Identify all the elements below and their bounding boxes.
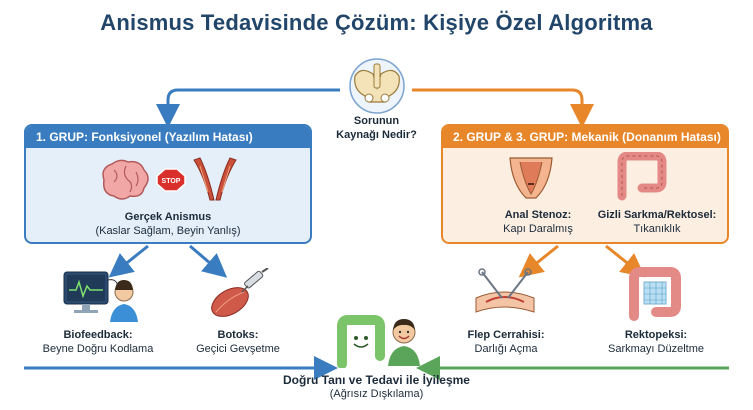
center-question-line2: Kaynağı Nedir? [336, 129, 417, 141]
arrow-to-botox [189, 244, 228, 278]
center-question-line1: Sorunun [353, 115, 400, 127]
flap-surgery-title: Flep Cerrahisi: [467, 329, 545, 341]
pelvis-icon [349, 58, 405, 114]
anal-stenosis-subtitle: Kapı Daralmış [503, 223, 573, 235]
intestine-icon [617, 152, 667, 201]
mechanical-group-header: 2. GRUP & 3. GRUP: Mekanik (Donanım Hata… [443, 126, 727, 148]
arrow-to-left-group [156, 88, 340, 128]
true-anismus-title: Gerçek Anismus [124, 211, 212, 223]
mechanical-group-panel: 2. GRUP & 3. GRUP: Mekanik (Donanım Hata… [441, 124, 729, 244]
anal-canal-icon [509, 157, 553, 199]
arrow-to-biofeedback [108, 244, 149, 278]
rectopexy-label: Rektopeksi: Sarkmayı Düzeltme [592, 328, 720, 356]
outcome-title: Doğru Tanı ve Tedavi ile İyileşme [283, 373, 470, 387]
botox-syringe-icon [211, 268, 269, 317]
botox-label: Botoks: Geçici Gevşetme [178, 328, 298, 356]
hidden-prolapse-subtitle: Tıkanıklık [633, 223, 681, 235]
biofeedback-title: Biofeedback: [63, 329, 133, 341]
outcome-subtitle: (Ağrısız Dışkılama) [329, 388, 424, 400]
functional-group-header: 1. GRUP: Fonksiyonel (Yazılım Hatası) [26, 126, 310, 148]
center-question: Sorunun Kaynağı Nedir? [316, 114, 437, 142]
arrow-to-right-group [412, 88, 594, 128]
biofeedback-subtitle: Beyne Doğru Kodlama [42, 343, 154, 355]
outcome-label: Doğru Tanı ve Tedavi ile İyileşme (Ağrıs… [240, 373, 513, 401]
happy-colon-icon [337, 315, 385, 368]
brain-icon [102, 159, 149, 200]
rectopexy-title: Rektopeksi: [624, 329, 688, 341]
hidden-prolapse-title: Gizli Sarkma/Rektosel: [597, 209, 717, 221]
hidden-prolapse-label: Gizli Sarkma/Rektosel: Tıkanıklık [588, 208, 726, 236]
botox-subtitle: Geçici Gevşetme [196, 343, 280, 355]
flap-surgery-icon [475, 268, 535, 313]
biofeedback-monitor-icon [63, 271, 138, 322]
biofeedback-label: Biofeedback: Beyne Doğru Kodlama [28, 328, 168, 356]
true-anismus-label: Gerçek Anismus (Kaslar Sağlam, Beyin Yan… [60, 210, 276, 238]
flap-surgery-label: Flep Cerrahisi: Darlığı Açma [446, 328, 566, 356]
stop-sign-icon: STOP [156, 168, 186, 192]
stop-sign-text: STOP [162, 178, 181, 185]
smiling-person-icon [388, 319, 420, 366]
arrow-to-rectopexy [605, 244, 646, 278]
flap-surgery-subtitle: Darlığı Açma [474, 343, 538, 355]
arrow-to-flap [518, 244, 559, 278]
anal-stenosis-title: Anal Stenoz: [504, 209, 572, 221]
anal-stenosis-label: Anal Stenoz: Kapı Daralmış [478, 208, 598, 236]
rectopexy-subtitle: Sarkmayı Düzeltme [608, 343, 704, 355]
muscle-icon [193, 157, 237, 201]
rectopexy-colon-icon [629, 267, 681, 321]
true-anismus-subtitle: (Kaslar Sağlam, Beyin Yanlış) [95, 225, 241, 237]
botox-title: Botoks: [217, 329, 259, 341]
page-title: Anismus Tedavisinde Çözüm: Kişiye Özel A… [100, 10, 653, 35]
